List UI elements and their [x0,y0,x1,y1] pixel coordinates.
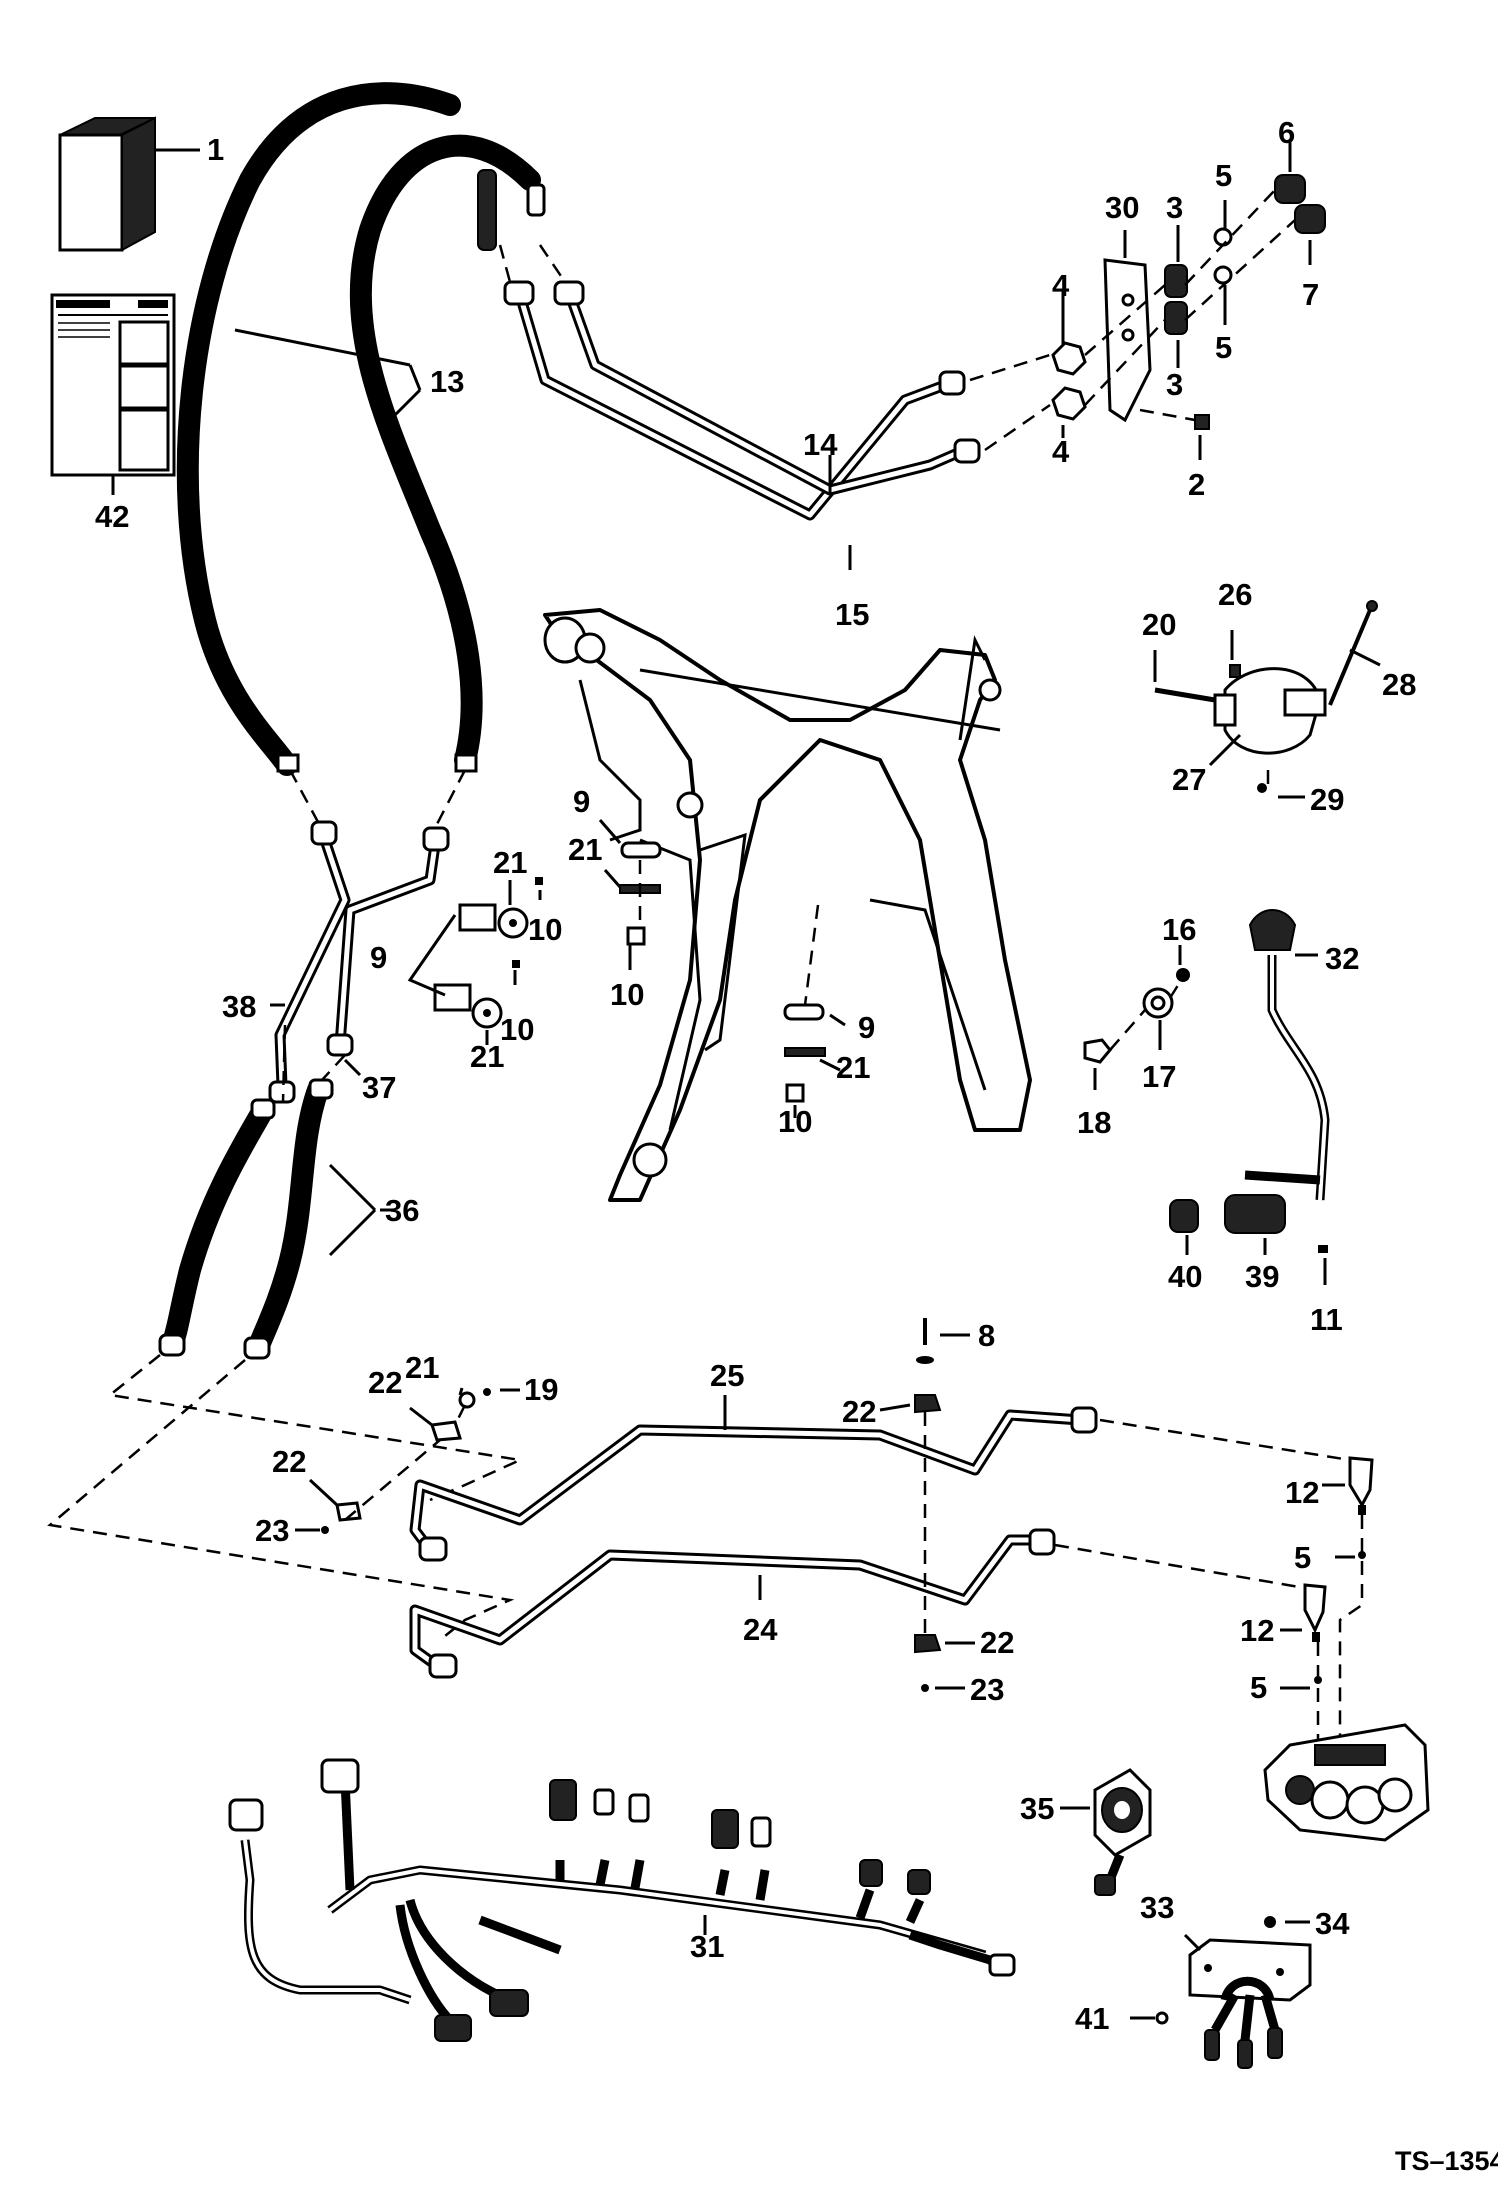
callout-5b: 5 [1215,330,1232,365]
callout-29: 29 [1310,782,1344,817]
callout-21b: 21 [568,832,602,867]
callout-9b: 9 [370,940,387,975]
callout-9c: 9 [858,1010,875,1045]
callout-16: 16 [1162,912,1196,947]
callout-38: 38 [222,989,256,1024]
callout-5d: 5 [1250,1670,1267,1705]
routing-dashes [47,1354,525,1641]
part-35-coil [1060,1768,1152,1896]
callout-21c: 21 [470,1039,504,1074]
callout-24: 24 [743,1612,778,1647]
callout-28: 28 [1382,667,1416,702]
callout-2: 2 [1188,467,1205,502]
callout-21a: 21 [493,845,527,880]
callout-11: 11 [1310,1302,1343,1337]
part-37-38-tubes [268,769,467,1104]
callout-37: 37 [362,1070,396,1105]
callout-22b: 22 [272,1444,306,1479]
part-36-hoses [158,1024,395,1360]
callout-14: 14 [803,427,838,462]
callout-17: 17 [1142,1059,1176,1094]
callout-26: 26 [1218,577,1252,612]
callout-15: 15 [835,597,869,632]
tube-clamp-hardware [295,1318,975,1692]
callout-13: 13 [430,364,464,399]
callout-35: 35 [1020,1791,1054,1826]
callout-10b: 10 [500,1012,534,1047]
hardware-16-18 [1083,945,1190,1090]
callout-6: 6 [1278,115,1295,150]
callout-32: 32 [1325,941,1359,976]
part-24-25-tubes [409,1395,1098,1679]
callout-40: 40 [1168,1259,1202,1294]
valve-fittings [1054,1418,1430,1842]
callout-25: 25 [710,1358,744,1393]
callout-5a: 5 [1215,158,1232,193]
callout-3a: 3 [1166,190,1183,225]
callout-36: 36 [385,1193,419,1228]
callout-labels: 1 2 3 3 4 4 5 5 5 5 6 7 8 9 9 9 10 10 10… [95,115,1416,2036]
callout-19: 19 [524,1372,558,1407]
callout-31: 31 [690,1929,724,1964]
callout-10c: 10 [610,977,644,1012]
clamp-assembly [1153,600,1381,799]
callout-20: 20 [1142,607,1176,642]
callout-23b: 23 [970,1672,1004,1707]
callout-4a: 4 [1052,268,1070,303]
hose-clamps-left [407,877,543,1045]
callout-30: 30 [1105,190,1139,225]
callout-39: 39 [1245,1259,1279,1294]
callout-41: 41 [1075,2001,1109,2036]
callout-22c: 22 [842,1394,876,1429]
switch-harness [1169,909,1330,1285]
callout-22a: 22 [368,1365,402,1400]
drawing-number: TS–1354 [1395,2146,1498,2176]
callout-5c: 5 [1294,1540,1311,1575]
part-33-module [1130,1916,1312,2069]
hose-clamps-center [598,819,846,1118]
callout-1: 1 [207,132,224,167]
callout-18: 18 [1077,1105,1111,1140]
callout-12a: 12 [1285,1475,1319,1510]
callout-12b: 12 [1240,1613,1274,1648]
callout-21d: 21 [836,1050,870,1085]
part-1-manual [58,116,200,252]
callout-10d: 10 [778,1104,812,1139]
callout-4b: 4 [1052,434,1070,469]
callout-22d: 22 [980,1625,1014,1660]
part-31-wire-harness [228,1758,1016,2042]
callout-7: 7 [1302,277,1319,312]
callout-34: 34 [1315,1906,1350,1941]
part-42-decal [50,293,176,495]
callout-33: 33 [1140,1890,1174,1925]
part-13-hoses [176,82,546,776]
callout-21e: 21 [405,1350,439,1385]
callout-10a: 10 [528,912,562,947]
part-14-15-tubes [498,244,981,570]
callout-3b: 3 [1166,367,1183,402]
bulkhead-fittings [969,140,1326,460]
callout-42: 42 [95,499,129,534]
lift-arm-frame [543,608,1032,1202]
callout-8: 8 [978,1318,995,1353]
callout-9a: 9 [573,784,590,819]
callout-27: 27 [1172,762,1206,797]
callout-23a: 23 [255,1513,289,1548]
